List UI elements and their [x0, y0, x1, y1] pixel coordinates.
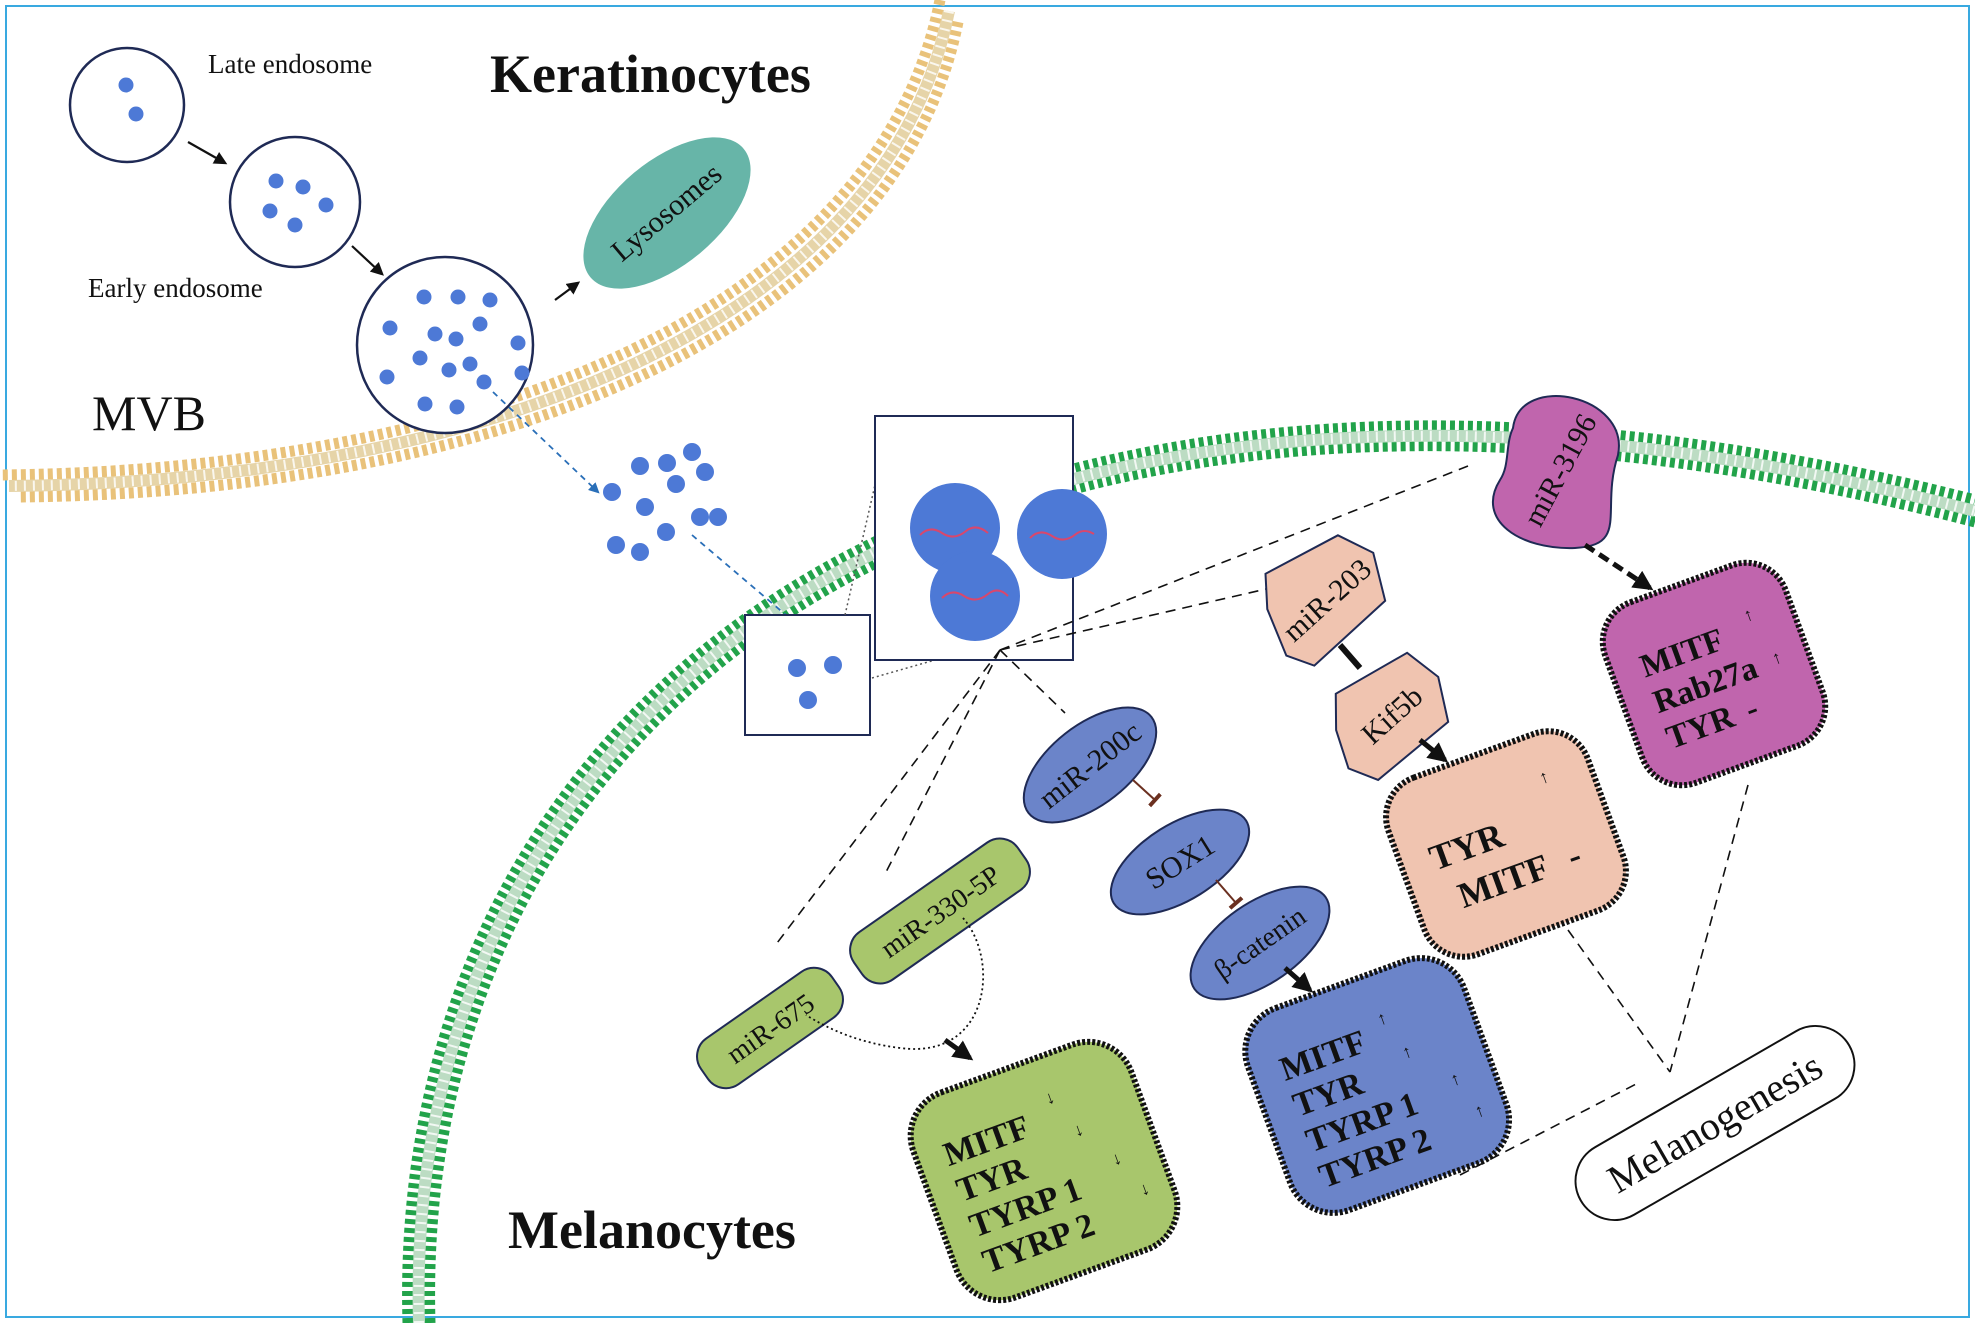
exosome-delivery-lines [773, 465, 1469, 948]
mir330-mir675-link [805, 917, 984, 1050]
late-endosome [68, 46, 186, 164]
arrow-early-to-mvb [351, 245, 384, 276]
keratinocytes-label: Keratinocytes [490, 44, 811, 104]
target-box-green: MITF TYR TYRP 1 TYRP 2 ↓ ↓ ↓ ↓ [907, 1038, 1181, 1304]
target-box-purple: MITF Rab27a TYR ↑ ↑ - [1599, 559, 1829, 789]
outer-frame [5, 5, 1970, 1318]
target-box-peach: TYR MITF ↑ - [1383, 728, 1629, 960]
arrow-to-green [943, 1037, 974, 1061]
mvb-vesicle [355, 255, 535, 435]
mir-200c-node: miR-200c [1022, 706, 1158, 824]
target-box-blue: MITF TYR TYRP 1 TYRP 2 ↑ ↑ ↑ ↑ [1242, 955, 1513, 1216]
keratinocyte-membrane [0, 0, 964, 503]
kif5b-node: Kif5b [1334, 651, 1450, 782]
mir-203-node: miR-203 [1264, 534, 1387, 667]
arrow-mir3196-to-purple [1583, 542, 1654, 591]
zoom-line-bottom [871, 659, 936, 679]
mir-330-5p-node: miR-330-5P [849, 837, 1031, 985]
arrow-late-to-early [187, 141, 228, 165]
early-endosome-label: Early endosome [88, 273, 263, 303]
connector-mir203-to-kif5b [1337, 643, 1363, 670]
arrow-mvb-to-lysosome [554, 281, 581, 301]
inhibit-sox1-betacatenin [1215, 879, 1244, 910]
released-exosomes [603, 443, 727, 561]
mir-675-node: miR-675 [696, 966, 844, 1090]
mvb-label: MVB [92, 385, 206, 441]
zoom-line-top [844, 484, 876, 616]
exosome-uptake-box [744, 614, 871, 736]
inhibit-mir200c-sox1 [1132, 779, 1162, 808]
exosome-release-arrow-1 [492, 391, 600, 494]
mir-3196-node: miR-3196 [1492, 395, 1620, 550]
melanocytes-label: Melanocytes [508, 1200, 796, 1260]
early-endosome [228, 135, 362, 269]
sox1-node: SOX1 [1109, 808, 1251, 916]
arrow-kif5b-to-peach [1418, 738, 1449, 763]
arrow-betacatenin-to-blue [1283, 966, 1314, 993]
melanogenesis-node: Melanogenesis [1574, 1025, 1856, 1221]
exosome-zoom-box [874, 415, 1107, 661]
late-endosome-label: Late endosome [208, 49, 372, 79]
melanogenesis-convergence-lines [1459, 784, 1749, 1176]
